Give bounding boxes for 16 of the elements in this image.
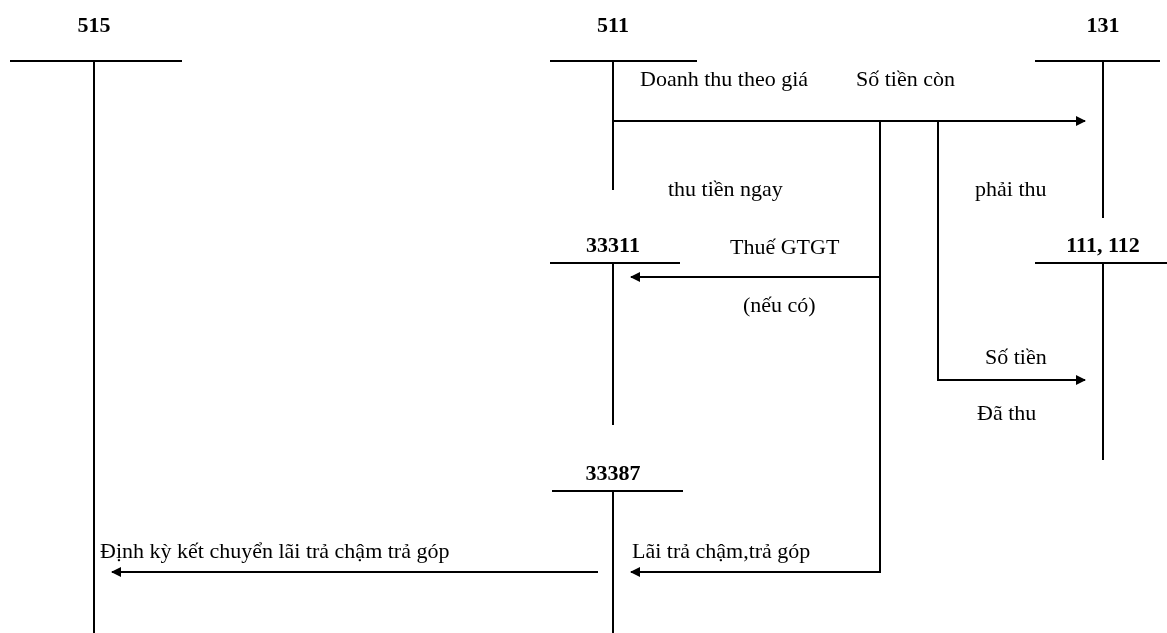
entry-note: phải thu <box>975 178 1047 200</box>
entry-note: Đã thu <box>977 402 1037 424</box>
account-number: 33387 <box>585 462 641 484</box>
account-number: 131 <box>1086 14 1120 36</box>
account-number: 515 <box>77 14 111 36</box>
account-number: 111, 112 <box>1066 234 1140 256</box>
arrow <box>111 567 599 577</box>
entry-note: thu tiền ngay <box>668 178 783 200</box>
entry-note: Số tiền <box>985 346 1047 368</box>
account-number: 511 <box>597 14 629 36</box>
entry-note: Doanh thu theo giá <box>640 68 809 90</box>
entry-note: Thuế GTGT <box>730 236 840 258</box>
account-number: 33311 <box>586 234 640 256</box>
entry-note: Số tiền còn <box>856 68 955 90</box>
entry-note: (nếu có) <box>743 294 816 316</box>
edge-label: Định kỳ kết chuyển lãi trả chậm trả góp <box>100 540 450 562</box>
